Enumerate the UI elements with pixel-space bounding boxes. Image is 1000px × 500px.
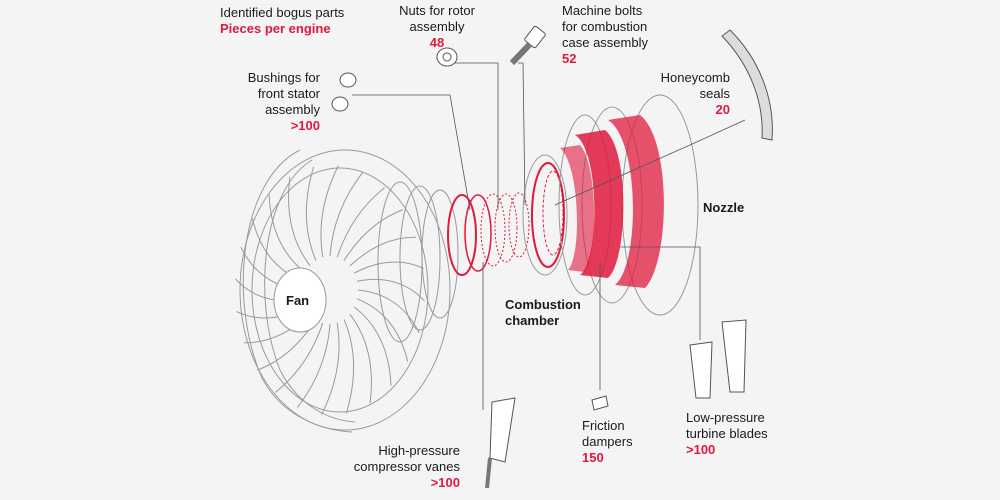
bolt-icon — [509, 25, 546, 66]
callout-bushings: Bushings for front stator assembly >100 — [247, 70, 320, 133]
nut-icon — [436, 47, 458, 67]
callout-honeycomb: Honeycomb seals 20 — [660, 70, 730, 117]
leader-lines — [352, 62, 746, 410]
callout-hpc-vanes: High-pressure compressor vanes >100 — [353, 443, 460, 490]
part-label-fan: Fan — [286, 293, 310, 308]
fan-blades — [235, 165, 425, 415]
turbine-illustration — [558, 94, 699, 316]
part-label-nozzle: Nozzle — [703, 200, 745, 215]
callout-bolts: Machine bolts for combustion case assemb… — [562, 3, 648, 66]
callout-friction-dampers: Friction dampers 150 — [582, 418, 633, 465]
turbine-blade-icon — [689, 319, 747, 399]
honeycomb-seal-icon — [721, 29, 773, 141]
fan-illustration — [235, 149, 451, 433]
part-label-combustion: Combustion chamber — [505, 297, 581, 328]
legend: Identified bogus parts Pieces per engine — [220, 5, 345, 36]
bushing-icon — [331, 72, 357, 112]
compressor-vane-icon — [485, 397, 516, 489]
callout-lp-turbine: Low-pressure turbine blades >100 — [686, 410, 768, 457]
combustion-illustration — [522, 154, 568, 276]
friction-damper-icon — [591, 395, 609, 411]
callout-nuts: Nuts for rotor assembly 48 — [399, 3, 475, 50]
compressor-illustration — [377, 181, 530, 343]
